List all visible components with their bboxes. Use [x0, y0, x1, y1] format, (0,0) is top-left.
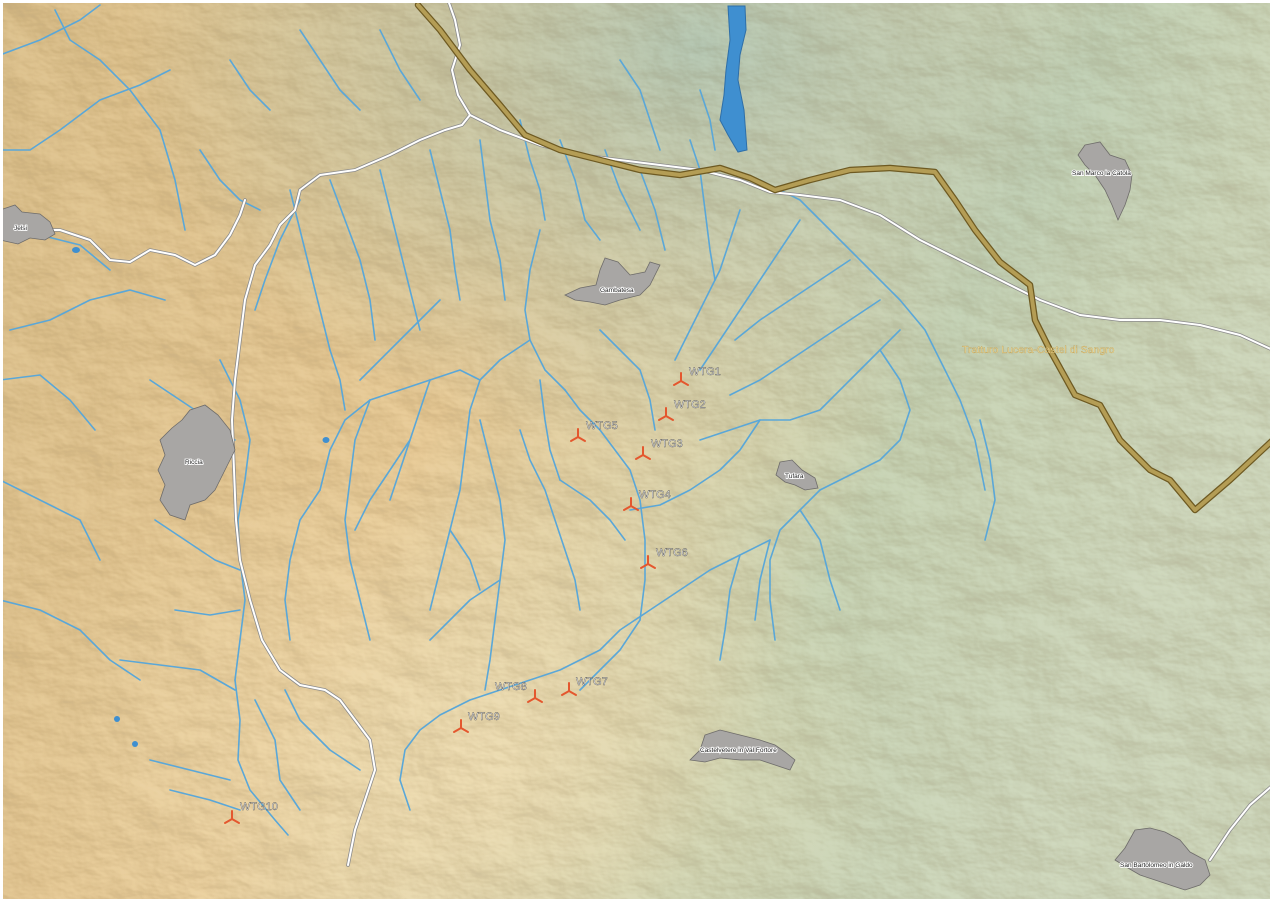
turbine-wtg10[interactable]: WTG10 [224, 801, 278, 824]
wind-turbine-icon [635, 446, 651, 460]
turbine-label: WTG9 [468, 711, 500, 723]
town-label-san-bartolomeo: San Bartolomeo in Galdo [1120, 862, 1193, 869]
town-area-gambatesa [564, 257, 661, 306]
turbine-wtg5[interactable]: WTG5 [570, 420, 618, 442]
turbine-label: WTG1 [689, 366, 721, 378]
turbine-wtg2[interactable]: WTG2 [658, 399, 706, 421]
town-area-tufara [775, 459, 819, 491]
river-network [0, 4, 996, 836]
town-area-riccia [157, 404, 236, 521]
town-areas [0, 141, 1211, 891]
turbine-label: WTG4 [639, 489, 671, 501]
town-label-tufara: Tufara [785, 473, 804, 480]
town-label-jelsi: Jelsi [14, 225, 27, 232]
turbine-label: WTG2 [674, 399, 706, 411]
turbine-wtg1[interactable]: WTG1 [673, 366, 721, 386]
wind-turbine-icon [561, 682, 577, 696]
pond [322, 437, 330, 443]
wind-turbine-icon [640, 555, 656, 569]
turbine-wtg3[interactable]: WTG3 [635, 438, 683, 460]
wind-turbine-icon [623, 497, 639, 511]
turbine-markers: WTG1 WTG2 WTG3 WTG4 WTG5 WTG6 WTG7 WTG8 [224, 366, 721, 824]
turbine-label: WTG8 [495, 681, 527, 693]
turbine-wtg7[interactable]: WTG7 [561, 676, 608, 696]
town-area-san-bartolomeo [1114, 827, 1211, 891]
wind-turbine-icon [527, 689, 543, 703]
tratturo-label: Tratturo Lucera-Castel di Sangro [962, 344, 1115, 356]
turbine-label: WTG10 [240, 801, 278, 813]
turbine-label: WTG7 [576, 676, 608, 688]
pond [132, 741, 138, 747]
town-area-jelsi [0, 204, 56, 245]
turbine-wtg9[interactable]: WTG9 [453, 711, 500, 733]
town-label-castelvetere: Castelvetere in Val Fortore [700, 747, 777, 754]
turbine-label: WTG3 [651, 438, 683, 450]
wind-turbine-icon [570, 428, 586, 442]
wind-turbine-icon [453, 719, 469, 733]
turbine-label: WTG6 [656, 547, 688, 559]
town-area-castelvetere [689, 729, 796, 771]
turbine-label: WTG5 [586, 420, 618, 432]
town-area-san-marco [1077, 141, 1133, 222]
pond [72, 247, 80, 253]
town-label-riccia: Riccia [185, 459, 203, 466]
lake [719, 5, 748, 153]
turbine-wtg8[interactable]: WTG8 [495, 681, 543, 703]
wind-turbine-icon [658, 407, 674, 421]
tratturo-path [414, 1, 1273, 514]
town-label-gambatesa: Gambatesa [600, 287, 634, 294]
wind-turbine-icon [673, 372, 689, 386]
turbine-wtg4[interactable]: WTG4 [623, 489, 671, 511]
wind-turbine-icon [224, 810, 240, 824]
pond [114, 716, 120, 722]
turbine-wtg6[interactable]: WTG6 [640, 547, 688, 569]
town-label-san-marco: San Marco la Catola [1072, 170, 1131, 177]
town-labels: Jelsi Riccia Gambatesa Tufara San Marco … [13, 169, 1194, 870]
